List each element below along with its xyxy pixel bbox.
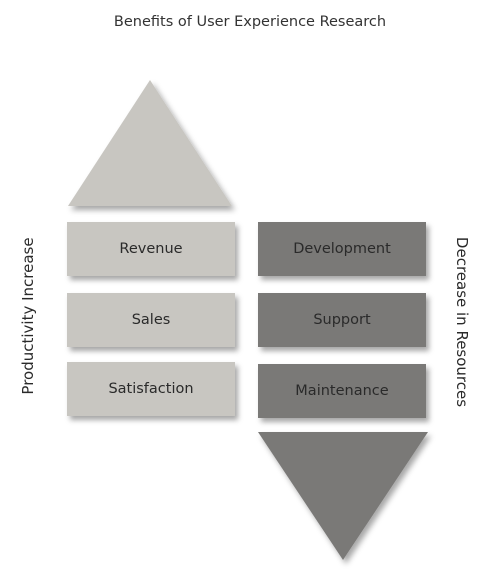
left-item-label: Sales	[131, 312, 171, 328]
right-item-support: Support	[258, 293, 426, 347]
left-item-label: Revenue	[119, 241, 183, 257]
right-item-development: Development	[258, 222, 426, 276]
right-item-label: Development	[293, 241, 391, 257]
decrease-in-resources-label: Decrease in Resources	[453, 236, 471, 408]
productivity-increase-label: Productivity Increase	[19, 237, 37, 395]
right-item-label: Support	[313, 312, 371, 328]
up-arrow-triangle	[68, 80, 232, 206]
right-item-label: Maintenance	[295, 383, 389, 399]
left-item-label: Satisfaction	[108, 381, 194, 397]
diagram-title: Benefits of User Experience Research	[113, 14, 387, 30]
right-item-maintenance: Maintenance	[258, 364, 426, 418]
left-item-revenue: Revenue	[67, 222, 235, 276]
down-arrow-triangle	[258, 432, 428, 560]
left-item-sales: Sales	[67, 293, 235, 347]
left-item-satisfaction: Satisfaction	[67, 362, 235, 416]
